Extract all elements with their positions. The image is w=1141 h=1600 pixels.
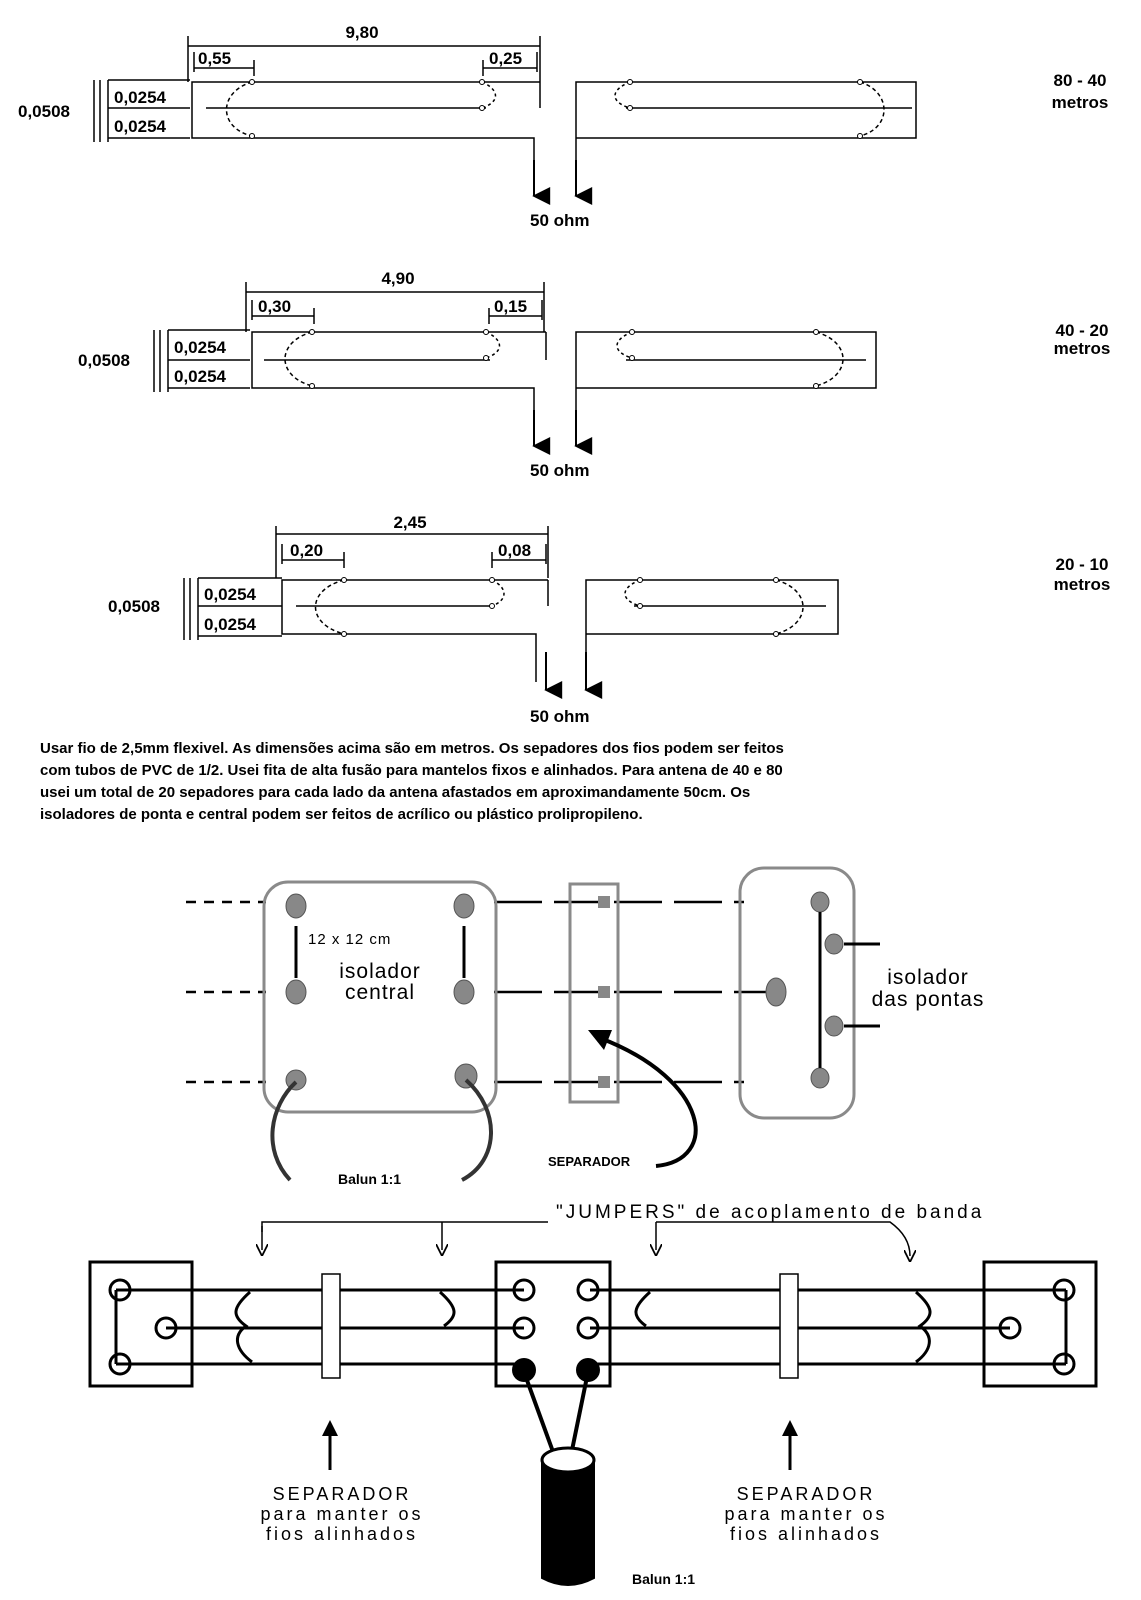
separator-left-label-2: para manter os [260,1504,423,1524]
total-length-label: 4,90 [381,269,414,288]
balun-cylinder [541,1460,595,1586]
right-end-insulator [982,1260,1098,1388]
central-insulator [262,880,498,1114]
note-line: usei um total de 20 sepadores para cada … [40,784,751,801]
spacing-top-label: 0,0254 [114,88,167,107]
right-offset-label: 0,08 [498,541,531,560]
feed-label: 50 ohm [530,211,590,230]
antenna-20-10: 2,45 0,20 0,08 0,0508 0,0254 0,0254 [108,513,1110,726]
band-unit-label: metros [1052,93,1109,112]
total-length-label: 2,45 [393,513,426,532]
separator-left [321,1273,341,1379]
spacing-bottom-label: 0,0254 [174,367,227,386]
band-range-label: 40 - 20 [1056,321,1109,340]
spacing-total-label: 0,0508 [18,102,70,121]
spacing-total-label: 0,0508 [108,597,160,616]
construction-notes: Usar fio de 2,5mm flexivel. As dimensões… [40,738,1110,826]
separator [568,882,620,1104]
right-offset-label: 0,15 [494,297,527,316]
antenna-80-40: 9,80 0,55 0,25 0,0508 0,0254 0,0254 [18,23,1108,230]
separator-right-label-1: SEPARADOR [737,1484,876,1504]
left-offset-label: 0,55 [198,49,231,68]
antenna-40-20: 4,90 0,30 0,15 0,0508 0,0254 0,0254 [78,269,1110,480]
left-end-insulator [88,1260,194,1388]
spacing-bottom-label: 0,0254 [204,615,257,634]
spacing-bottom-label: 0,0254 [114,117,167,136]
right-offset-label: 0,25 [489,49,522,68]
feed-label: 50 ohm [530,461,590,480]
jumpers-title: "JUMPERS" de acoplamento de banda [556,1202,984,1223]
note-line: isoladores de ponta e central podem ser … [40,806,643,823]
spacing-top-label: 0,0254 [204,585,257,604]
separator-right-label-2: para manter os [724,1504,887,1524]
spacing-top-label: 0,0254 [174,338,227,357]
band-range-label: 80 - 40 [1054,71,1107,90]
note-line: com tubos de PVC de 1/2. Usei fita de al… [40,762,783,779]
insulator-diagram: 12 x 12 cm isolador central Balun 1:1 SE… [186,866,985,1187]
left-offset-label: 0,20 [290,541,323,560]
separator-left-label-3: fios alinhados [266,1524,418,1544]
left-offset-label: 0,30 [258,297,291,316]
tip-insulator-label-1: isolador [887,966,969,989]
separator-right-label-3: fios alinhados [730,1524,882,1544]
band-unit-label: metros [1054,339,1111,358]
balun-label: Balun 1:1 [338,1171,401,1187]
center-insulator [494,1260,612,1388]
band-range-label: 20 - 10 [1056,555,1109,574]
balun-label: Balun 1:1 [632,1571,695,1587]
spacing-total-label: 0,0508 [78,351,130,370]
total-length-label: 9,80 [345,23,378,42]
insulator-size-label: 12 x 12 cm [308,931,391,948]
tip-insulator [738,866,856,1120]
band-unit-label: metros [1054,575,1111,594]
separator-label: SEPARADOR [548,1154,631,1169]
separator-right [779,1273,799,1379]
tip-insulator-label-2: das pontas [872,988,985,1011]
note-line: Usar fio de 2,5mm flexivel. As dimensões… [40,740,784,757]
feed-label: 50 ohm [530,707,590,726]
central-insulator-label-1: isolador [339,960,421,983]
central-insulator-label-2: central [345,981,415,1004]
separator-left-label-1: SEPARADOR [273,1484,412,1504]
jumper-diagram: "JUMPERS" de acoplamento de banda [88,1202,1098,1587]
